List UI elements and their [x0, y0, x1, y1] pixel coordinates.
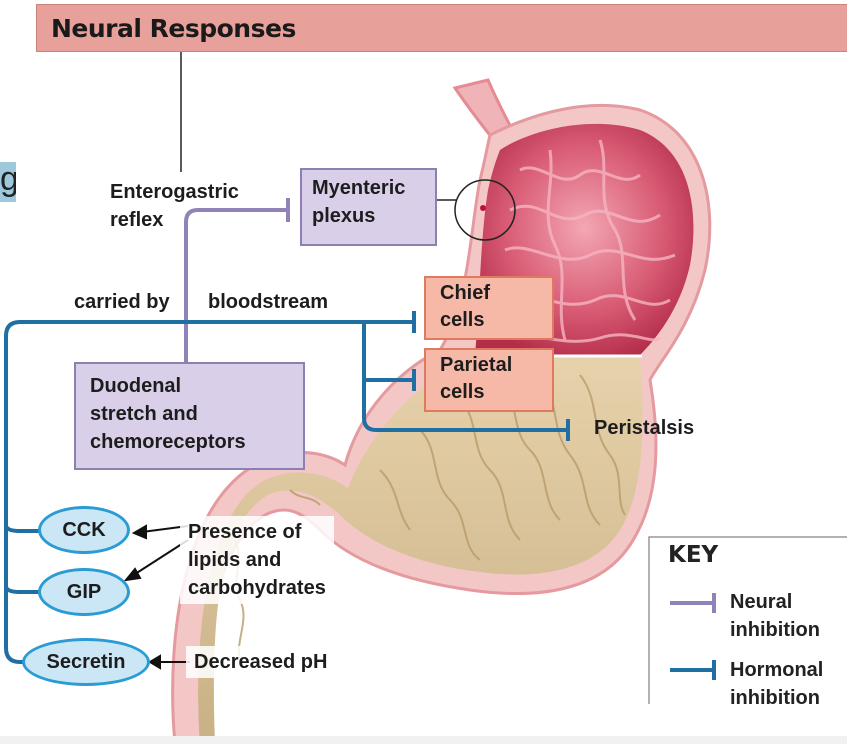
- plexus-marker-circle: [454, 179, 516, 241]
- edge-text-fragment: g: [0, 162, 16, 202]
- key-frame: [648, 536, 847, 704]
- key-hormonal-icon: [670, 660, 716, 680]
- plexus-marker-dot: [480, 205, 486, 211]
- decreased-ph-label: Decreased pH: [186, 646, 336, 678]
- parietal-cells-box: Parietal cells: [424, 348, 554, 412]
- duodenal-receptors-box: Duodenal stretch and chemoreceptors: [74, 362, 305, 470]
- bottom-strip: [0, 736, 847, 744]
- key-neural-icon: [670, 593, 716, 613]
- banner-title: Neural Responses: [51, 14, 296, 43]
- peristalsis-label: Peristalsis: [594, 417, 695, 439]
- cck-hormone: CCK: [38, 506, 130, 554]
- key-title: KEY: [668, 542, 719, 568]
- enterogastric-reflex-label: Enterogastric reflex: [110, 181, 239, 231]
- pylorus-duodenum: [198, 358, 643, 744]
- hormonal-pathway: [4, 311, 570, 664]
- neural-responses-banner: Neural Responses: [36, 4, 847, 52]
- neural-pathway: [184, 198, 290, 362]
- chief-cells-box: Chief cells: [424, 276, 554, 340]
- secretin-hormone: Secretin: [22, 638, 150, 686]
- myenteric-plexus-box: Myenteric plexus: [300, 168, 437, 246]
- gip-hormone: GIP: [38, 568, 130, 616]
- key-hormonal-label: Hormonal inhibition: [730, 659, 824, 709]
- key-neural-label: Neural inhibition: [730, 591, 820, 641]
- carried-by-label: carried by: [74, 291, 170, 313]
- lipids-carbohydrates-label: Presence of lipids and carbohydrates: [180, 516, 334, 604]
- bloodstream-label: bloodstream: [208, 291, 329, 313]
- key-legend: KEY Neural inhibition Hormonal inhibitio…: [648, 536, 847, 709]
